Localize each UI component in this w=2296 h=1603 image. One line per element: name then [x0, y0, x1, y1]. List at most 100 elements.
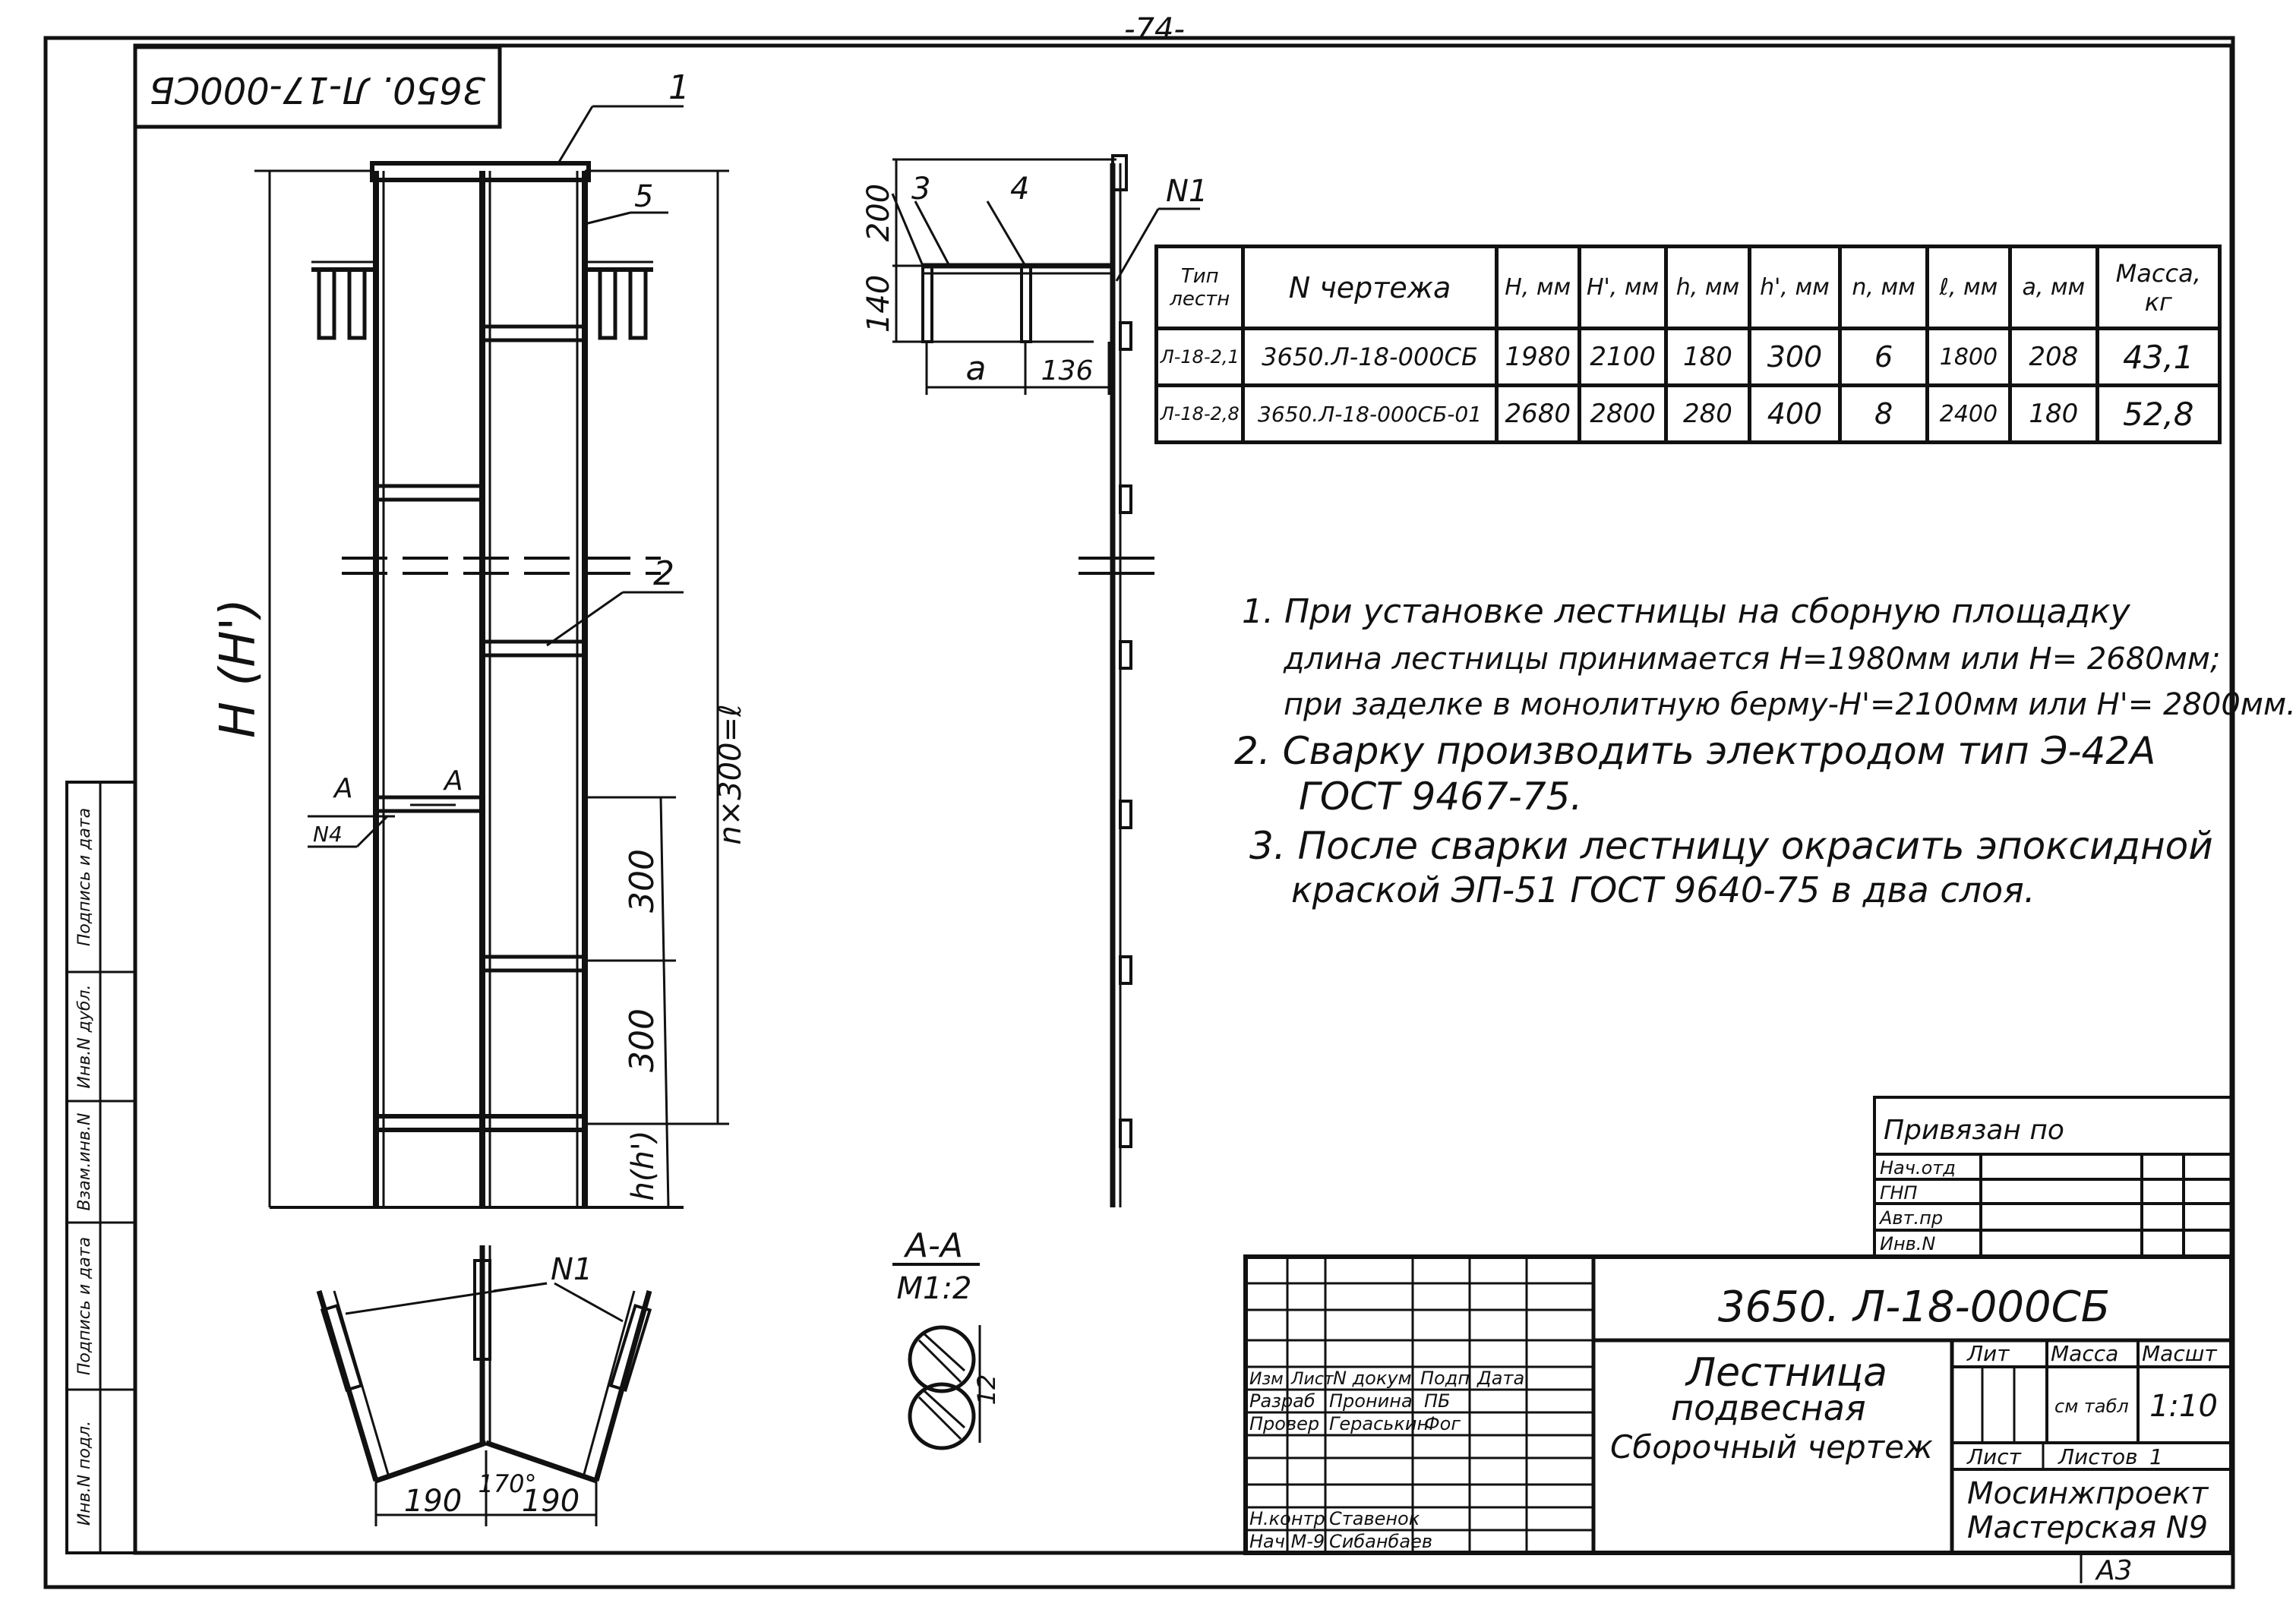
- side-dim-140: 140: [861, 275, 896, 333]
- name-prover: Гераськин: [1329, 1413, 1429, 1434]
- table-cell: 52,8: [2095, 383, 2222, 444]
- table-cell: 2100: [1577, 327, 1669, 387]
- spec-table: Тип лестн N чертежа H, мм H', мм h, мм h…: [1154, 245, 2222, 444]
- note-1-line-2: длина лестницы принимается H=1980мм или …: [1284, 642, 2221, 677]
- spec-header: n, мм: [1838, 245, 1929, 330]
- stamp-vzam: Взам.инв.N: [75, 1113, 94, 1211]
- table-cell: 6: [1838, 327, 1929, 387]
- stamp-inv-dubl: Инв.N дубл.: [75, 984, 94, 1088]
- binding-box: [1873, 1096, 2233, 1258]
- side-stamp: Инв.N подл. Подпись и дата Взам.инв.N Ин…: [65, 781, 137, 1554]
- col-data: Дата: [1476, 1368, 1524, 1389]
- sheets-value: 1: [2149, 1444, 2163, 1469]
- dim-300-upper: 300: [623, 849, 662, 913]
- name-nach: Сибанбаев: [1329, 1531, 1432, 1552]
- plan-dim-right: 190: [522, 1484, 580, 1519]
- table-cell: 8: [1838, 383, 1929, 444]
- col-list: Лист: [1290, 1370, 1334, 1389]
- table-row: Л-18-2,1 3650.Л-18-000СБ 1980 2100 180 3…: [1154, 327, 2222, 387]
- role-nkontr: Н.контр: [1249, 1508, 1325, 1529]
- note-2-line-2: ГОСТ 9467-75.: [1299, 775, 1583, 819]
- spec-header: h, мм: [1664, 245, 1751, 330]
- sheets-label: Листов: [2058, 1444, 2138, 1469]
- side-callout-3: 3: [911, 172, 930, 207]
- col-ndokum: N докум: [1333, 1368, 1412, 1389]
- spec-header-row: Тип лестн N чертежа H, мм H', мм h, мм h…: [1154, 245, 2222, 330]
- stamp-sign-date-1: Подпись и дата: [75, 1237, 94, 1375]
- section-a-a: [892, 1263, 981, 1450]
- table-cell: Л-18-2,1: [1154, 327, 1246, 387]
- binding-row-1: Нач.отд: [1880, 1157, 1956, 1179]
- table-cell: 300: [1747, 327, 1843, 387]
- side-callout-4: 4: [1010, 172, 1029, 207]
- role-nach: Нач М-9: [1249, 1531, 1325, 1552]
- ladder-side-view: [891, 154, 1200, 1207]
- format-label: А3: [2095, 1555, 2133, 1586]
- binding-row-4: Инв.N: [1880, 1233, 1935, 1254]
- note-2-line-1: 2. Сварку производить электродом тип Э-4…: [1234, 729, 2156, 773]
- role-prover: Провер: [1249, 1413, 1319, 1434]
- section-scale: М1:2: [897, 1271, 972, 1306]
- section-mark-right: А: [443, 765, 463, 797]
- n1-label-plan: N1: [551, 1252, 592, 1287]
- section-dim-12: 12: [972, 1374, 1001, 1406]
- title-line-3: Сборочный чертеж: [1610, 1428, 1933, 1466]
- col-podp: Подп: [1420, 1368, 1470, 1389]
- stamp-inv-podl: Инв.N подл.: [75, 1421, 94, 1526]
- title-line-2: подвесная: [1671, 1387, 1866, 1428]
- note-3-line-2: краской ЭП-51 ГОСТ 9640-75 в два слоя.: [1291, 869, 2035, 910]
- mass-label: Масса: [2051, 1341, 2118, 1366]
- table-cell: 2800: [1577, 383, 1669, 444]
- table-cell: 180: [1664, 327, 1751, 387]
- scale-label: Масшт: [2142, 1341, 2217, 1366]
- doc-number: 3650. Л-18-000СБ: [1718, 1283, 2110, 1332]
- n-dimension-label: n×300=ℓ: [713, 704, 748, 844]
- name-razrab: Пронина: [1329, 1390, 1413, 1412]
- sheet-label: Лист: [1966, 1444, 2022, 1469]
- binding-row-3: Авт.пр: [1878, 1207, 1943, 1229]
- spec-header: N чертежа: [1241, 245, 1499, 330]
- h-dimension-label: h(h'): [626, 1131, 661, 1201]
- table-cell: 280: [1664, 383, 1751, 444]
- binding-row-2: ГНП: [1880, 1182, 1917, 1204]
- callout-5: 5: [634, 179, 653, 214]
- section-mark-left: А: [333, 773, 353, 804]
- col-izm: Изм: [1249, 1370, 1284, 1389]
- dim-300-lower: 300: [623, 1008, 662, 1072]
- org-line-1: Мосинжпроект: [1967, 1476, 2209, 1511]
- spec-header: a, мм: [2008, 245, 2099, 330]
- spec-header: H', мм: [1577, 245, 1669, 330]
- stamp-sign-date-2: Подпись и дата: [75, 808, 94, 946]
- sign-razrab: ПБ: [1424, 1390, 1451, 1412]
- spec-header: H, мм: [1494, 245, 1581, 330]
- title-block: [1243, 1254, 2234, 1583]
- section-title: А-А: [903, 1226, 963, 1265]
- plan-angle: 170°: [478, 1469, 536, 1498]
- callout-2: 2: [653, 554, 674, 593]
- role-razrab: Разраб: [1249, 1390, 1315, 1412]
- note-1-line-1: 1. При установке лестницы на сборную пло…: [1242, 592, 2130, 631]
- scale-value: 1:10: [2149, 1389, 2218, 1424]
- note-1-line-3: при заделке в монолитную берму-H'=2100мм…: [1284, 687, 2296, 722]
- table-row: Л-18-2,8 3650.Л-18-000СБ-01 2680 2800 28…: [1154, 383, 2222, 444]
- table-cell: 1980: [1494, 327, 1581, 387]
- spec-header: ℓ, мм: [1925, 245, 2013, 330]
- table-cell: 3650.Л-18-000СБ: [1241, 327, 1499, 387]
- plan-dim-left: 190: [404, 1484, 462, 1519]
- side-dim-200: 200: [861, 184, 896, 241]
- table-cell: 208: [2008, 327, 2099, 387]
- table-cell: Л-18-2,8: [1154, 383, 1246, 444]
- side-dim-136: 136: [1041, 355, 1094, 387]
- spec-header: Тип лестн: [1154, 245, 1246, 330]
- table-cell: 1800: [1925, 327, 2013, 387]
- table-cell: 2400: [1925, 383, 2013, 444]
- table-cell: 3650.Л-18-000СБ-01: [1241, 383, 1499, 444]
- table-cell: 400: [1747, 383, 1843, 444]
- H-dimension-label: H (H'): [210, 598, 267, 738]
- n1-label-side: N1: [1166, 174, 1208, 209]
- org-line-2: Мастерская N9: [1967, 1510, 2208, 1545]
- spec-header: h', мм: [1747, 245, 1843, 330]
- callout-1: 1: [668, 68, 690, 107]
- mass-value: см табл: [2054, 1396, 2129, 1417]
